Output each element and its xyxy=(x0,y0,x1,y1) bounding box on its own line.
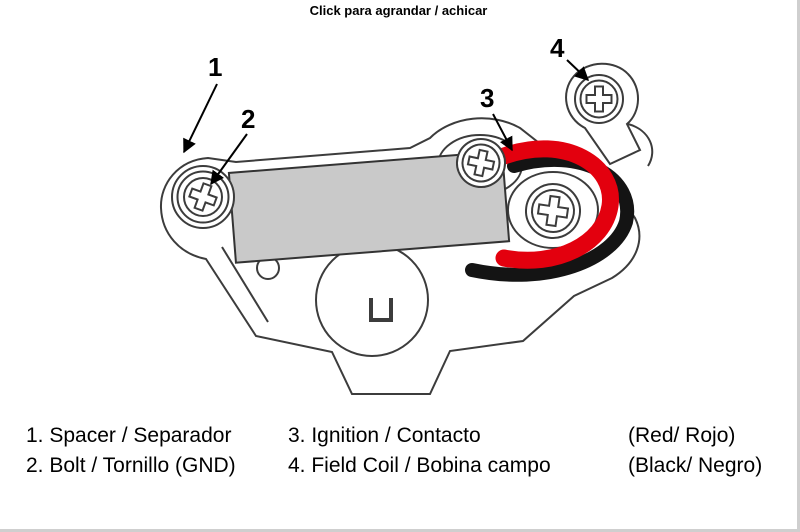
legend: 1. Spacer / Separador 3. Ignition / Cont… xyxy=(0,424,797,478)
red-wire xyxy=(495,140,619,269)
callout-arrow-3 xyxy=(492,113,513,152)
ignition-screw-icon xyxy=(456,138,506,188)
phillips-cross-icon xyxy=(466,148,496,178)
legend-item-spacer: 1. Spacer / Separador xyxy=(26,424,232,447)
callout-number-4: 4 xyxy=(550,33,565,63)
caption-click-to-resize: Click para agrandar / achicar xyxy=(309,3,488,18)
callout-arrow-4 xyxy=(566,59,590,81)
callout-arrow-1 xyxy=(183,83,218,154)
bracket-hook xyxy=(627,123,654,167)
callout-number-1: 1 xyxy=(208,52,222,82)
wiring-diagram[interactable]: 1 2 3 4 xyxy=(0,18,800,420)
legend-item-field-coil: 4. Field Coil / Bobina campo xyxy=(288,454,551,477)
phillips-cross-icon xyxy=(536,194,570,228)
legend-item-ignition: 3. Ignition / Contacto xyxy=(288,424,481,447)
phillips-cross-icon xyxy=(188,182,218,212)
center-screw-icon xyxy=(525,183,581,239)
callout-number-2: 2 xyxy=(241,104,255,134)
u-stamp-mark xyxy=(369,298,393,322)
phillips-cross-icon xyxy=(585,85,613,113)
legend-item-bolt: 2. Bolt / Tornillo (GND) xyxy=(26,454,236,477)
component-block xyxy=(227,150,511,264)
field-coil-screw-icon xyxy=(574,74,624,124)
legend-item-red-color: (Red/ Rojo) xyxy=(628,424,736,447)
callout-arrow-2 xyxy=(210,133,248,186)
gnd-bolt-screw-icon xyxy=(171,165,235,229)
bracket-inner-edge xyxy=(221,246,269,323)
callout-number-3: 3 xyxy=(480,83,494,113)
legend-item-black-color: (Black/ Negro) xyxy=(628,454,763,477)
